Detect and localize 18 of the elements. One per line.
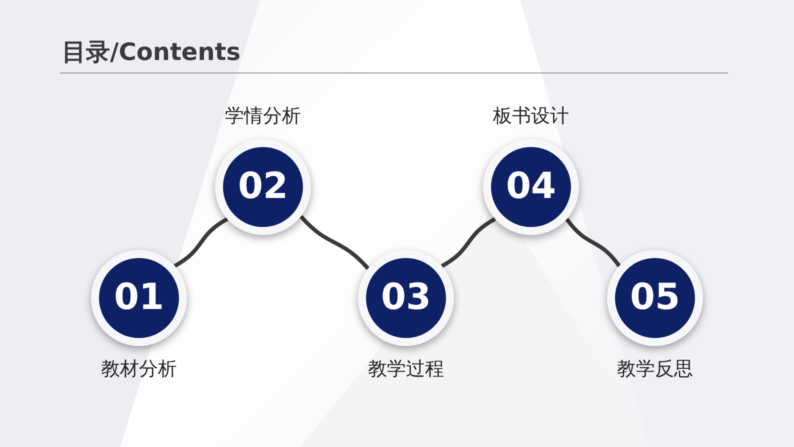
circle-badge bbox=[358, 250, 454, 346]
section-label: 板书设计 bbox=[493, 104, 569, 129]
section-number: 02 bbox=[223, 147, 303, 227]
heading: 目录/Contents bbox=[62, 37, 241, 68]
section-number: 01 bbox=[99, 258, 179, 338]
connector-line bbox=[299, 215, 370, 270]
section-label: 教学过程 bbox=[368, 357, 444, 382]
connector-line bbox=[565, 218, 621, 268]
section-label: 教材分析 bbox=[101, 357, 177, 382]
section-label: 教学反思 bbox=[617, 357, 693, 382]
connector-line bbox=[440, 217, 496, 268]
connector-line bbox=[174, 217, 228, 268]
circle-badge bbox=[483, 139, 579, 235]
section-number: 03 bbox=[366, 258, 446, 338]
section-number: 05 bbox=[615, 258, 695, 338]
section-number: 04 bbox=[491, 147, 571, 227]
circle-badge bbox=[215, 139, 311, 235]
section-label: 学情分析 bbox=[225, 104, 301, 129]
